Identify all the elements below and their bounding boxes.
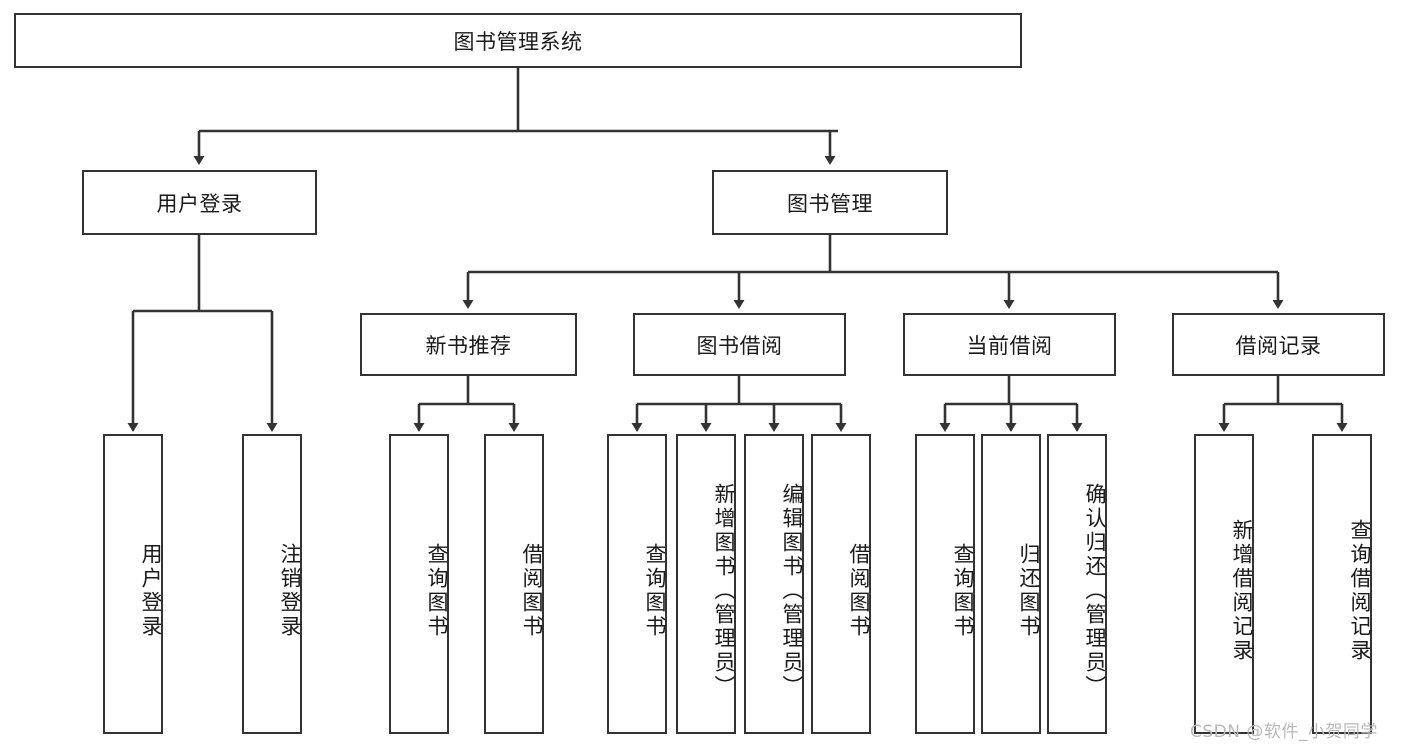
node-label: 借阅图书	[520, 543, 544, 639]
node-label: 当前借阅	[966, 333, 1053, 358]
node-root-book-management-system[interactable]: 图书管理系统	[14, 13, 1022, 68]
leaf-return-book[interactable]: 归还图书	[981, 434, 1041, 734]
node-label: 借阅记录	[1235, 333, 1322, 358]
node-book-borrow[interactable]: 图书借阅	[633, 313, 846, 376]
node-label: 用户登录	[156, 191, 243, 216]
leaf-borrow-book-recommend[interactable]: 借阅图书	[484, 434, 544, 734]
leaf-edit-book-admin[interactable]: 编辑图书（管理员）	[744, 434, 804, 734]
leaf-logout-login[interactable]: 注销登录	[242, 434, 302, 734]
node-new-book-recommend[interactable]: 新书推荐	[360, 313, 577, 376]
node-user-login[interactable]: 用户登录	[82, 170, 317, 235]
watermark-text: CSDN @软件_小贺同学	[1190, 722, 1378, 742]
node-label: 查询图书	[425, 543, 449, 639]
node-label: 查询图书	[643, 543, 667, 639]
leaf-query-book-recommend[interactable]: 查询图书	[389, 434, 449, 734]
node-label: 确认归还（管理员）	[1083, 483, 1107, 699]
leaf-query-book-borrow[interactable]: 查询图书	[607, 434, 667, 734]
node-label: 注销登录	[278, 543, 302, 639]
leaf-borrow-book[interactable]: 借阅图书	[811, 434, 871, 734]
node-borrow-record[interactable]: 借阅记录	[1172, 313, 1385, 376]
node-label: 图书管理	[787, 191, 873, 216]
node-current-borrow[interactable]: 当前借阅	[903, 313, 1116, 376]
node-book-management[interactable]: 图书管理	[712, 170, 948, 235]
node-label: 编辑图书（管理员）	[780, 483, 804, 699]
leaf-confirm-return-admin[interactable]: 确认归还（管理员）	[1047, 434, 1107, 734]
node-label: 归还图书	[1017, 543, 1041, 639]
node-label: 新书推荐	[425, 333, 512, 358]
node-label: 用户登录	[139, 543, 163, 639]
node-label: 图书借阅	[696, 333, 783, 358]
leaf-add-borrow-record[interactable]: 新增借阅记录	[1194, 434, 1254, 734]
node-label: 查询图书	[951, 543, 975, 639]
node-label: 查询借阅记录	[1348, 519, 1372, 663]
node-label: 图书管理系统	[453, 29, 583, 54]
node-label: 借阅图书	[847, 543, 871, 639]
leaf-query-borrow-record[interactable]: 查询借阅记录	[1312, 434, 1372, 734]
node-label: 新增图书（管理员）	[712, 483, 736, 699]
leaf-query-book-current[interactable]: 查询图书	[915, 434, 975, 734]
leaf-add-book-admin[interactable]: 新增图书（管理员）	[676, 434, 736, 734]
leaf-user-login[interactable]: 用户登录	[103, 434, 163, 734]
node-label: 新增借阅记录	[1230, 519, 1254, 663]
